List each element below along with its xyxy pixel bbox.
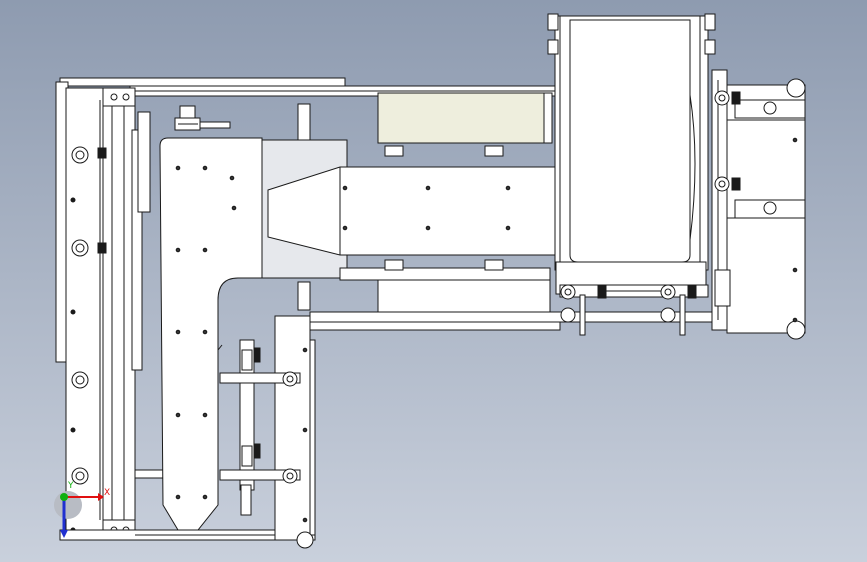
standoffs: [297, 103, 504, 311]
top-rail: [59, 77, 346, 87]
x-axis-label: X: [104, 488, 111, 498]
central-chute: [267, 166, 559, 256]
mid-lower-rail: [309, 311, 721, 323]
main-deck-plate: [159, 137, 263, 531]
left-bracket: [137, 111, 151, 213]
right-clamps: [714, 78, 806, 340]
right-conveyor-belt: [569, 19, 691, 263]
left-clamps: [70, 93, 130, 534]
left-profile-rail: [102, 87, 136, 541]
y-axis-label: Y: [68, 481, 74, 491]
right-bottom-clamps: [560, 284, 697, 336]
left-rail-top-cap: [102, 87, 136, 107]
left-inner-bar: [131, 129, 143, 371]
deck-screws: [175, 165, 237, 500]
top-stopper: [174, 105, 231, 131]
lower-adjusters: [219, 339, 314, 549]
machine-assembly: [55, 13, 806, 549]
right-vertical-slide: [711, 69, 728, 331]
lower-side-screws: [302, 347, 308, 523]
upper-guide-panel: [377, 92, 551, 144]
coordinate-triad: [54, 491, 104, 538]
lower-long-rail: [309, 321, 561, 331]
bottom-crossbar: [134, 469, 166, 479]
chute-screws: [342, 185, 511, 231]
